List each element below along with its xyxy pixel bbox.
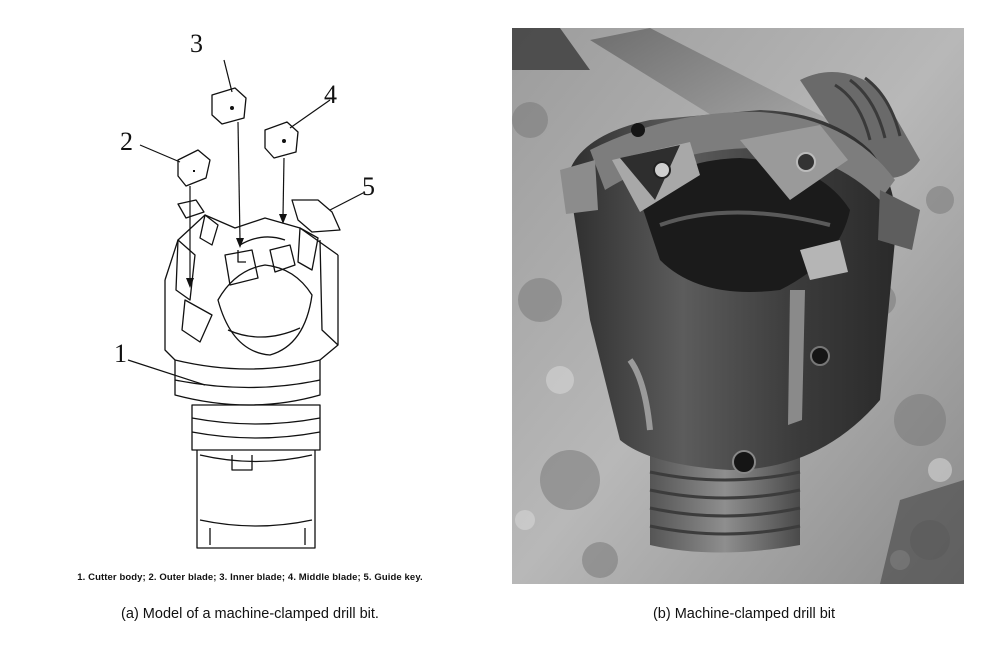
legend-text: 1. Cutter body; 2. Outer blade; 3. Inner… <box>77 572 423 583</box>
caption-a: (a) Model of a machine-clamped drill bit… <box>121 606 379 622</box>
callout-4: 4 <box>324 80 337 109</box>
callout-1: 1 <box>114 339 127 368</box>
callout-2: 2 <box>120 127 133 156</box>
drill-bit-line-drawing: 3 4 2 5 1 <box>114 29 375 549</box>
panel-a-model-drawing: 3 4 2 5 1 1. Cutter body; 2. Outer blade… <box>77 29 423 622</box>
drill-bit-photo <box>512 28 964 584</box>
callout-5: 5 <box>362 172 375 201</box>
callout-3: 3 <box>190 29 203 58</box>
caption-b: (b) Machine-clamped drill bit <box>652 606 836 622</box>
panel-b-photo: (b) Machine-clamped drill bit <box>500 0 988 647</box>
